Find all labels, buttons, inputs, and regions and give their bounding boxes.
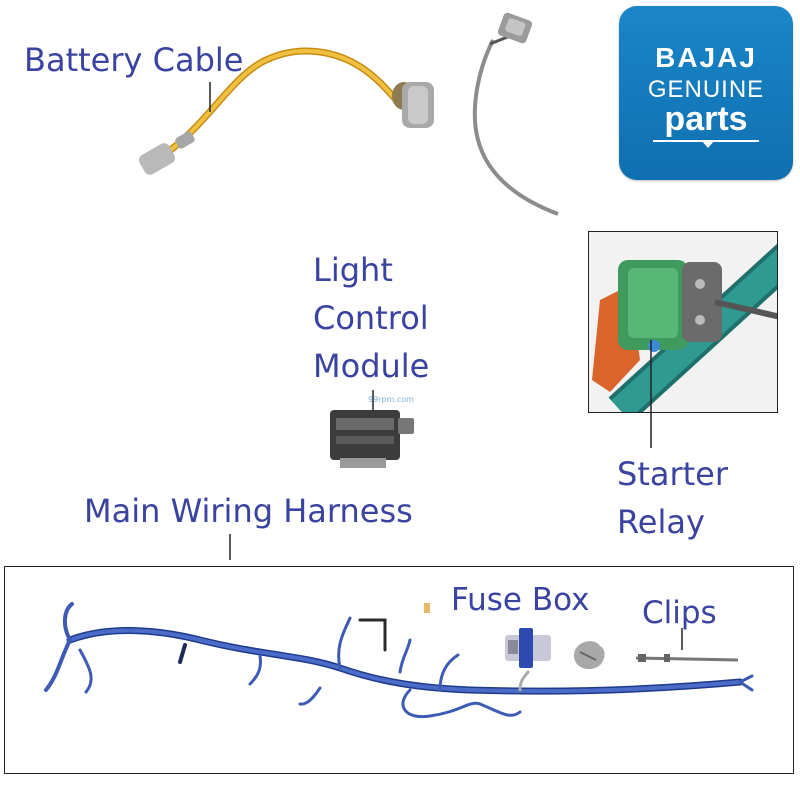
main-wiring-harness-illustration — [44, 602, 754, 719]
fuse-icon — [424, 603, 430, 613]
light-control-module-label-line1: Light — [313, 251, 393, 289]
starter-relay-label: Starter Relay — [617, 450, 728, 546]
starter-relay-frame — [588, 231, 778, 413]
light-control-module-label-line2: Control — [313, 299, 429, 337]
clip-cluster-illustration — [574, 641, 605, 670]
light-control-module-label-line3: Module — [313, 347, 430, 385]
battery-cable-label: Battery Cable — [24, 41, 244, 79]
starter-relay-label-line1: Starter — [617, 455, 729, 493]
watermark-text: 99rpm.com — [368, 395, 414, 404]
grey-cable-illustration — [472, 12, 559, 216]
bajaj-genuine-parts-logo: BAJAJ GENUINE parts — [619, 6, 793, 180]
light-control-module-label: Light Control Module — [313, 246, 429, 390]
logo-parts: parts — [664, 100, 748, 138]
starter-relay-illustration — [589, 232, 777, 412]
clips-illustration — [635, 654, 739, 662]
logo-genuine: GENUINE — [647, 76, 765, 103]
starter-relay-label-line2: Relay — [617, 503, 705, 541]
fuse-box-illustration — [505, 628, 551, 668]
clips-label: Clips — [642, 595, 717, 631]
battery-cable-illustration — [138, 47, 434, 175]
main-wiring-harness-label: Main Wiring Harness — [84, 492, 413, 530]
logo-brand: BAJAJ — [655, 42, 757, 73]
fuse-box-label: Fuse Box — [451, 582, 590, 618]
logo-arrow-icon — [701, 140, 715, 148]
harness-frame — [4, 566, 794, 774]
light-control-module-illustration — [330, 410, 414, 468]
